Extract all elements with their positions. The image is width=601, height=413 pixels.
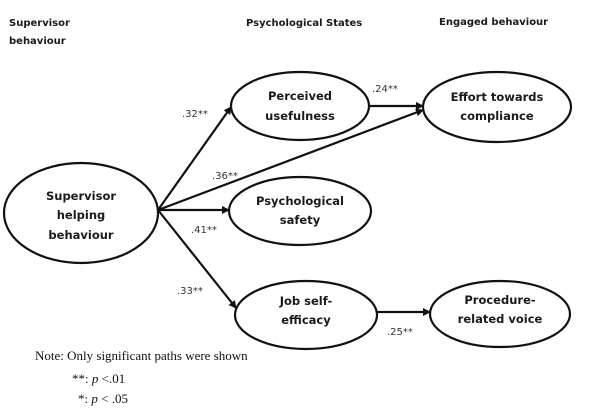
legend-p: p [91,371,99,386]
node-label-line: helping [57,208,106,222]
legend-p05: *: p < .05 [78,391,128,406]
header-engaged-behaviour: Engaged behaviour [439,17,548,28]
note-text: Note: Only significant paths were shown [35,348,248,363]
legend-threshold: <.01 [98,371,125,386]
node-label-line: Job self- [279,294,333,308]
header-supervisor-line1: Supervisor [9,18,70,29]
coef-pu-etc: .24** [372,84,398,95]
legend-p: p [90,391,98,406]
node-effort-towards-compliance: Effort towards compliance [421,70,573,144]
coef-shb-jse: .33** [177,286,203,297]
coef-shb-ps: .41** [191,225,217,236]
header-supervisor-line2: behaviour [9,36,66,47]
node-label-line: usefulness [265,109,335,123]
coef-shb-etc: .36** [212,171,238,182]
coef-jse-prv: .25** [387,327,413,338]
node-label-line: safety [280,213,321,227]
node-psychological-safety: Psychological safety [227,175,373,247]
node-label-line: Procedure- [464,293,536,307]
legend-stars: **: [72,371,89,386]
node-label-line: related voice [458,312,543,326]
legend-threshold: < .05 [98,391,128,406]
node-job-self-efficacy: Job self- efficacy [233,279,379,351]
node-label-line: Effort towards [451,90,544,104]
node-supervisor-helping-behaviour: Supervisor helping behaviour [2,161,160,265]
node-label-line: Perceived [268,89,332,103]
node-label-line: Psychological [256,194,344,208]
node-label-line: efficacy [281,313,331,327]
node-label-line: Supervisor [46,189,116,203]
path-shb-to-etc [157,108,424,212]
node-perceived-usefulness: Perceived usefulness [229,70,371,142]
legend-stars: *: [78,391,88,406]
path-shb-to-pu [157,106,232,211]
header-psychological-states: Psychological States [246,18,362,29]
node-label-line: compliance [460,109,534,123]
coef-shb-pu: .32** [182,109,208,120]
node-procedure-related-voice: Procedure- related voice [428,279,572,349]
path-shb-to-jse [157,209,237,309]
node-label-line: behaviour [48,228,114,242]
legend-p01: **: p <.01 [72,371,125,386]
